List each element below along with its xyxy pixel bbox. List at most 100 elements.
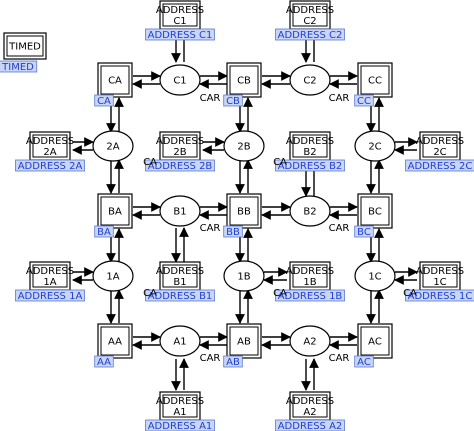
address-1c-label: 1C	[433, 277, 446, 288]
transition-label-c2: C2	[303, 76, 316, 87]
place-tag-aa-bg	[94, 355, 114, 368]
place-cb-outer	[226, 62, 262, 98]
address-2b-inner	[162, 134, 198, 158]
address-2a-label: ADDRESS	[26, 136, 74, 147]
address-tag-1a: ADDRESS 1A	[18, 291, 83, 302]
place-aa-label: AA	[108, 337, 122, 348]
place-aa-inner	[100, 326, 130, 356]
place-ba-inner	[100, 196, 130, 226]
address-b1-label: B1	[173, 277, 186, 288]
place-ca-label: CA	[108, 76, 122, 87]
place-ab-label: AB	[237, 337, 251, 348]
address-1b-inner	[292, 264, 328, 288]
address-a2-label: ADDRESS	[286, 396, 334, 407]
address-tag-b1-bg	[145, 289, 215, 302]
place-ac-label: AC	[368, 337, 382, 348]
place-tag-ca: CA	[97, 96, 111, 107]
address-a1-label: A1	[173, 407, 186, 418]
transition-2c	[354, 130, 396, 162]
address-tag-2c-bg	[405, 159, 474, 172]
edge-label-a2: CAR	[329, 353, 350, 364]
place-tag-ca-bg	[94, 94, 114, 107]
address-b2-outer	[289, 131, 331, 161]
address-tag-2a: ADDRESS 2A	[18, 161, 83, 172]
address-a1-outer	[159, 391, 201, 421]
address-b2-label: B2	[303, 147, 316, 158]
address-tag-c1: ADDRESS C1	[148, 30, 213, 41]
transition-a2	[289, 325, 331, 357]
address-tag-1b-bg	[275, 289, 345, 302]
transition-label-a2: A2	[303, 337, 316, 348]
address-tag-2b-bg	[145, 159, 215, 172]
address-b1-label: ADDRESS	[156, 266, 204, 277]
transition-a1	[159, 325, 201, 357]
transition-label-1a: 1A	[106, 272, 119, 283]
address-b1-outer	[159, 261, 201, 291]
address-c2-inner	[292, 3, 328, 27]
transition-b2	[289, 195, 331, 227]
timed-legend-tag: TIMED	[1, 62, 34, 73]
place-cc-inner	[360, 65, 390, 95]
edge-label-2a: CA	[143, 157, 157, 168]
address-a2-label: A2	[303, 407, 316, 418]
place-cb-label: CB	[237, 76, 251, 87]
place-tag-cb-bg	[223, 94, 243, 107]
address-b2-label: ADDRESS	[286, 136, 334, 147]
transition-label-1c: 1C	[368, 272, 381, 283]
address-1b-outer	[289, 261, 331, 291]
address-tag-1b: ADDRESS 1B	[278, 291, 343, 302]
place-ab-outer	[226, 323, 262, 359]
place-tag-aa: AA	[97, 357, 111, 368]
transition-c1	[159, 64, 201, 96]
address-tag-a2: ADDRESS A2	[278, 421, 343, 431]
address-2c-label: 2C	[433, 147, 446, 158]
place-tag-ac: AC	[357, 357, 371, 368]
timed-legend-box-outer	[3, 32, 47, 60]
address-tag-c2-bg	[275, 28, 345, 41]
place-aa-outer	[97, 323, 133, 359]
address-1c-inner	[422, 264, 458, 288]
edge-label-c2: CAR	[329, 93, 350, 104]
transition-label-c1: C1	[173, 76, 186, 87]
place-bb-label: BB	[237, 207, 251, 218]
place-tag-ac-bg	[354, 355, 374, 368]
place-ca-outer	[97, 62, 133, 98]
address-1b-label: 1B	[303, 277, 316, 288]
address-tag-b2: ADDRESS B2	[278, 161, 343, 172]
place-bc-outer	[357, 193, 393, 229]
place-bc-label: BC	[368, 207, 382, 218]
transition-label-a1: A1	[173, 337, 186, 348]
edge-label-b1: CAR	[200, 223, 221, 234]
edge-label-a1: CAR	[200, 353, 221, 364]
edge-label-c1: CAR	[200, 93, 221, 104]
address-c1-inner	[162, 3, 198, 27]
address-2b-label: ADDRESS	[156, 136, 204, 147]
place-tag-cc-bg	[354, 94, 374, 107]
transition-2b	[223, 130, 265, 162]
address-b1-inner	[162, 264, 198, 288]
address-1a-outer	[29, 261, 71, 291]
address-c2-label: C2	[303, 16, 316, 27]
address-tag-1c: ADDRESS 1C	[408, 291, 473, 302]
address-tag-c2: ADDRESS C2	[278, 30, 343, 41]
place-cb-inner	[229, 65, 259, 95]
edge-label-b2: CAR	[329, 223, 350, 234]
address-c1-label: C1	[173, 16, 186, 27]
transition-label-b1: B1	[173, 207, 186, 218]
transition-label-1b: 1B	[237, 272, 250, 283]
place-ba-label: BA	[108, 207, 122, 218]
place-bb-inner	[229, 196, 259, 226]
address-tag-a1: ADDRESS A1	[148, 421, 213, 431]
address-tag-2b: ADDRESS 2B	[148, 161, 213, 172]
address-tag-a1-bg	[145, 419, 215, 431]
address-tag-c1-bg	[145, 28, 215, 41]
address-a2-inner	[292, 394, 328, 418]
address-a2-outer	[289, 391, 331, 421]
address-a1-inner	[162, 394, 198, 418]
address-tag-2c: ADDRESS 2C	[408, 161, 473, 172]
place-tag-ba-bg	[94, 225, 114, 238]
place-bb-outer	[226, 193, 262, 229]
transition-1c	[354, 260, 396, 292]
place-tag-bc: BC	[357, 227, 371, 238]
